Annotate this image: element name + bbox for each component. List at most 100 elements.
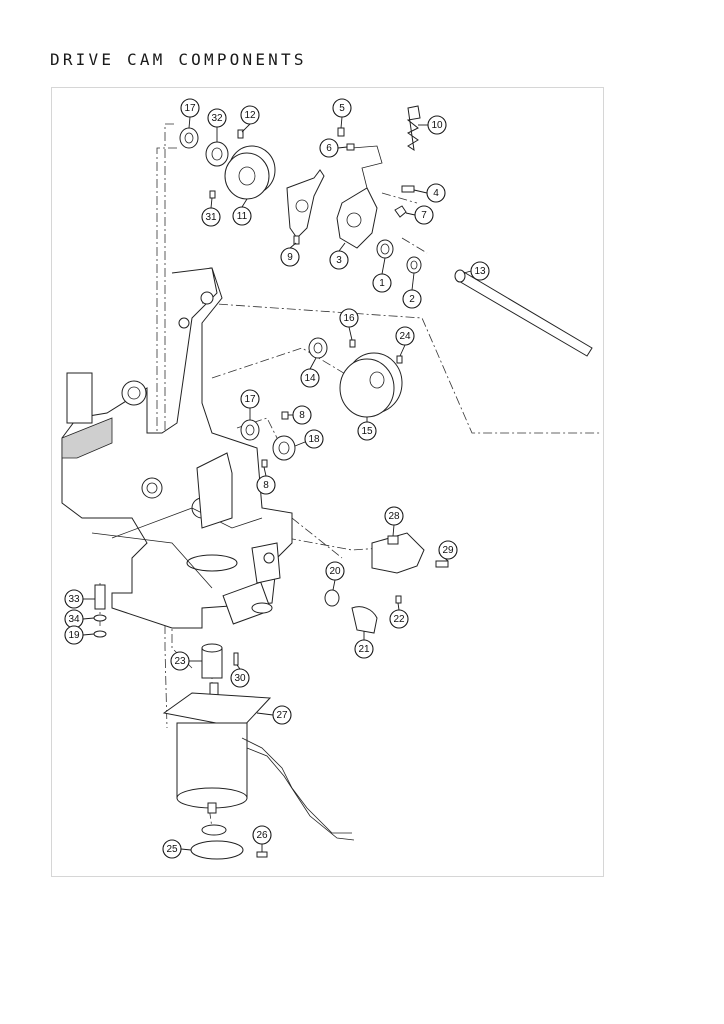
- callout-circle: [332, 98, 352, 118]
- callout-6: 6: [319, 138, 339, 158]
- callout-number: 32: [211, 113, 223, 124]
- callout-number: 30: [234, 673, 246, 684]
- callout-circle: [207, 108, 227, 128]
- callout-number: 24: [399, 331, 411, 342]
- callout-circle: [280, 247, 300, 267]
- callout-number: 14: [304, 373, 316, 384]
- callout-number: 17: [184, 103, 196, 114]
- top-shaft-group: [179, 105, 593, 357]
- callout-number: 6: [326, 143, 332, 154]
- callout-number: 12: [244, 110, 256, 121]
- motor-group: [162, 643, 355, 860]
- callout-number: 11: [237, 211, 248, 222]
- callout-circle: [64, 625, 84, 645]
- part-25-pulley: [201, 824, 227, 836]
- part-4-screw: [401, 185, 415, 193]
- callout-30: 30: [230, 668, 250, 688]
- callout-1: 1: [372, 273, 392, 293]
- part-20-bushing: [324, 589, 340, 607]
- part-19-washer: [93, 630, 107, 638]
- callout-9: 9: [280, 247, 300, 267]
- callout-22: 22: [389, 609, 409, 629]
- callout-circle: [300, 368, 320, 388]
- callout-8: 8: [292, 405, 312, 425]
- callout-circle: [427, 115, 447, 135]
- callout-number: 3: [336, 255, 342, 266]
- leader-lines: [82, 116, 472, 852]
- callout-23: 23: [170, 651, 190, 671]
- callout-number: 4: [433, 188, 439, 199]
- callout-circle: [384, 506, 404, 526]
- callout-21: 21: [354, 639, 374, 659]
- callout-34: 34: [64, 609, 84, 629]
- callout-circle: [389, 609, 409, 629]
- callout-number: 1: [379, 278, 385, 289]
- part-26-screw: [256, 851, 268, 858]
- part-21-cam-plate: [351, 606, 378, 634]
- part-12-screw: [237, 129, 244, 139]
- callout-number: 34: [68, 614, 80, 625]
- part-1-washer: [376, 239, 394, 259]
- callout-17: 17: [240, 389, 260, 409]
- callout-circle: [426, 183, 446, 203]
- callout-16: 16: [339, 308, 359, 328]
- callout-number: 10: [431, 120, 443, 131]
- callout-number: 22: [393, 614, 405, 625]
- part-34-washer: [93, 614, 107, 622]
- callout-circle: [180, 98, 200, 118]
- callout-2: 2: [402, 289, 422, 309]
- part-17-bearing-top: [179, 127, 199, 149]
- callout-number: 8: [263, 480, 269, 491]
- callout-number: 8: [299, 410, 305, 421]
- callout-12: 12: [240, 105, 260, 125]
- callout-circle: [64, 589, 84, 609]
- part-13-shaft: [456, 270, 593, 357]
- callout-number: 13: [474, 266, 486, 277]
- part-22-screw: [395, 595, 402, 604]
- callout-circle: [319, 138, 339, 158]
- callout-3: 3: [329, 250, 349, 270]
- callout-circle: [354, 639, 374, 659]
- part-8-screw-upper: [281, 411, 289, 420]
- callout-number: 17: [244, 394, 256, 405]
- part-18-gear: [272, 435, 296, 461]
- part-9-link-plate: [286, 169, 325, 239]
- callout-5: 5: [332, 98, 352, 118]
- callout-number: 7: [421, 210, 427, 221]
- callout-18: 18: [304, 429, 324, 449]
- callout-number: 18: [308, 434, 320, 445]
- callout-28: 28: [384, 506, 404, 526]
- callout-number: 19: [68, 630, 80, 641]
- part-14-bushing: [308, 337, 328, 359]
- callout-32: 32: [207, 108, 227, 128]
- callout-number: 20: [329, 566, 341, 577]
- part-6-pin: [346, 143, 355, 151]
- middle-cam-group: [240, 337, 403, 468]
- callout-14: 14: [300, 368, 320, 388]
- part-30-screw: [233, 652, 239, 666]
- part-29-screw: [435, 560, 449, 568]
- callout-11: 11: [232, 206, 252, 226]
- callout-4: 4: [426, 183, 446, 203]
- callout-number: 23: [174, 656, 186, 667]
- part-31-screw: [209, 190, 216, 199]
- callout-8: 8: [256, 475, 276, 495]
- part-33-bolt: [94, 584, 106, 610]
- callout-20: 20: [325, 561, 345, 581]
- callout-number: 31: [205, 212, 217, 223]
- callout-number: 15: [361, 426, 373, 437]
- callout-7: 7: [414, 205, 434, 225]
- callout-number: 27: [276, 710, 288, 721]
- callout-number: 21: [358, 644, 370, 655]
- callout-circle: [470, 261, 490, 281]
- callout-number: 26: [256, 830, 268, 841]
- callout-circle: [232, 206, 252, 226]
- callout-circle: [252, 825, 272, 845]
- callout-number: 28: [388, 511, 400, 522]
- callout-circle: [329, 250, 349, 270]
- left-fasteners: [93, 584, 107, 638]
- callout-27: 27: [272, 705, 292, 725]
- callout-circle: [230, 668, 250, 688]
- callout-circle: [292, 405, 312, 425]
